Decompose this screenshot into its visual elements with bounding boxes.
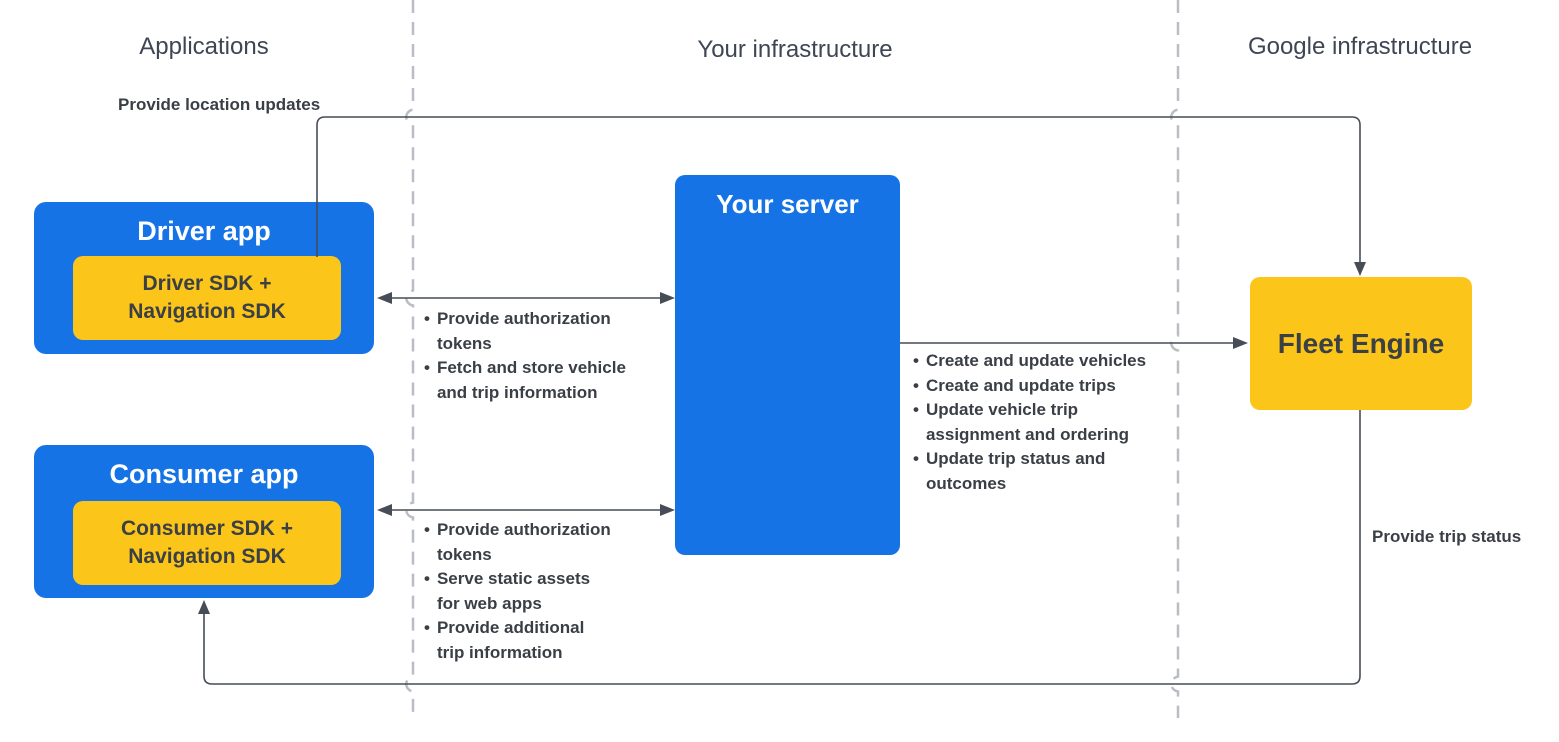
- bullet-icon: •: [424, 520, 430, 539]
- note-text: Create and update trips: [925, 375, 1116, 395]
- arrowhead-driver-left: [377, 292, 392, 304]
- arrowhead-fleet-engine-left: [1233, 337, 1248, 349]
- list-item: • Create and update vehicles: [913, 349, 1168, 374]
- bullet-icon: •: [424, 569, 430, 588]
- list-item: • Update vehicle trip assignment and ord…: [913, 398, 1168, 447]
- driver-sdk-label: Driver SDK + Navigation SDK: [128, 272, 286, 323]
- node-consumer-app: Consumer app Consumer SDK + Navigation S…: [34, 445, 374, 598]
- note-text: Provide authorization tokens: [436, 520, 611, 564]
- lane-header-applications: Applications: [139, 33, 269, 60]
- bullet-icon: •: [913, 375, 919, 395]
- driver-app-title: Driver app: [137, 216, 271, 246]
- node-consumer-sdk: Consumer SDK + Navigation SDK: [73, 501, 341, 585]
- lane-divider-left: [405, 0, 415, 720]
- lane-divider-right: [1170, 0, 1180, 718]
- note-text: Update vehicle trip assignment and order…: [925, 400, 1130, 444]
- arrowhead-consumer-left: [377, 504, 392, 516]
- arrowhead-consumer-right: [660, 504, 675, 516]
- node-your-server: Your server: [675, 175, 900, 555]
- arrowhead-consumer-bottom: [198, 600, 210, 614]
- note-text: Serve static assets for web apps: [436, 569, 591, 613]
- list-item: • Serve static assets for web apps: [424, 567, 654, 616]
- fleet-engine-title: Fleet Engine: [1277, 327, 1445, 359]
- list-item: • Provide authorization tokens: [424, 307, 654, 356]
- list-item: • Provide authorization tokens: [424, 518, 654, 567]
- arrowhead-fleet-engine-top: [1354, 262, 1366, 276]
- note-text: Create and update vehicles: [925, 351, 1147, 370]
- list-item: • Update trip status and outcomes: [913, 447, 1168, 496]
- list-item: • Fetch and store vehicle and trip infor…: [424, 356, 654, 405]
- bullet-icon: •: [913, 449, 919, 468]
- note-text: Provide authorization tokens: [436, 309, 611, 353]
- node-fleet-engine: Fleet Engine: [1250, 277, 1472, 410]
- node-driver-sdk: Driver SDK + Navigation SDK: [73, 256, 341, 340]
- lane-header-google-infrastructure: Google infrastructure: [1247, 33, 1473, 60]
- consumer-app-title: Consumer app: [109, 459, 299, 489]
- list-item: • Provide additional trip information: [424, 616, 654, 665]
- bullet-icon: •: [424, 309, 430, 328]
- location-updates-label: Provide location updates: [118, 95, 321, 114]
- lane-header-your-infrastructure: Your infrastructure: [697, 36, 893, 63]
- driver-server-notes: • Provide authorization tokens • Fetch a…: [424, 307, 654, 405]
- your-server-title: Your server: [716, 189, 859, 219]
- note-text: Provide additional trip information: [436, 618, 585, 662]
- arrowhead-driver-right: [660, 292, 675, 304]
- bullet-icon: •: [424, 358, 430, 377]
- consumer-sdk-label: Consumer SDK + Navigation SDK: [120, 517, 294, 568]
- note-text: Fetch and store vehicle and trip informa…: [436, 358, 626, 402]
- trip-status-label: Provide trip status: [1372, 527, 1522, 546]
- consumer-server-notes: • Provide authorization tokens • Serve s…: [424, 518, 654, 665]
- bullet-icon: •: [913, 400, 919, 419]
- bullet-icon: •: [913, 351, 919, 370]
- note-text: Update trip status and outcomes: [925, 449, 1106, 493]
- bullet-icon: •: [424, 618, 430, 637]
- node-driver-app: Driver app Driver SDK + Navigation SDK: [34, 202, 374, 354]
- list-item: • Create and update trips: [913, 374, 1168, 399]
- server-fleet-notes: • Create and update vehicles • Create an…: [913, 349, 1168, 496]
